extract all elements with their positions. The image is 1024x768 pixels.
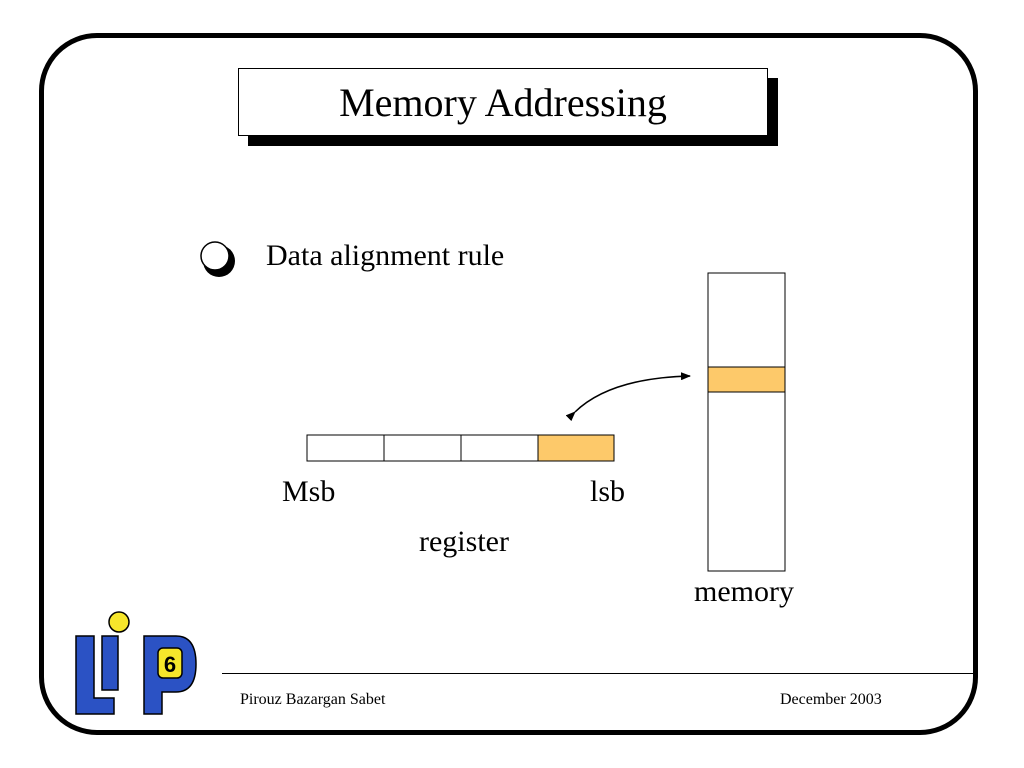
register-label: register <box>419 525 509 558</box>
register-byte-2 <box>383 434 462 462</box>
memory-label: memory <box>694 575 794 608</box>
register-byte-0 <box>537 434 615 462</box>
register <box>306 434 615 462</box>
footer-author: Pirouz Bazargan Sabet <box>240 691 386 708</box>
transfer-arrow <box>565 372 691 422</box>
slide-frame <box>39 33 978 735</box>
footer-date: December 2003 <box>780 691 882 708</box>
lsb-label: lsb <box>590 475 626 508</box>
memory <box>707 272 786 572</box>
register-byte-3 <box>306 434 385 462</box>
register-byte-1 <box>460 434 539 462</box>
slide-title-box: Memory Addressing <box>238 68 768 136</box>
lip6-logo: 6 <box>75 611 197 715</box>
footer-divider <box>222 673 978 674</box>
slide-title: Memory Addressing <box>339 79 667 125</box>
memory-column <box>707 272 786 572</box>
memory-byte <box>707 366 786 393</box>
bullet-text: Data alignment rule <box>266 239 505 272</box>
msb-label: Msb <box>282 475 336 508</box>
bullet-icon <box>200 241 235 277</box>
logo-digit: 6 <box>164 652 176 677</box>
